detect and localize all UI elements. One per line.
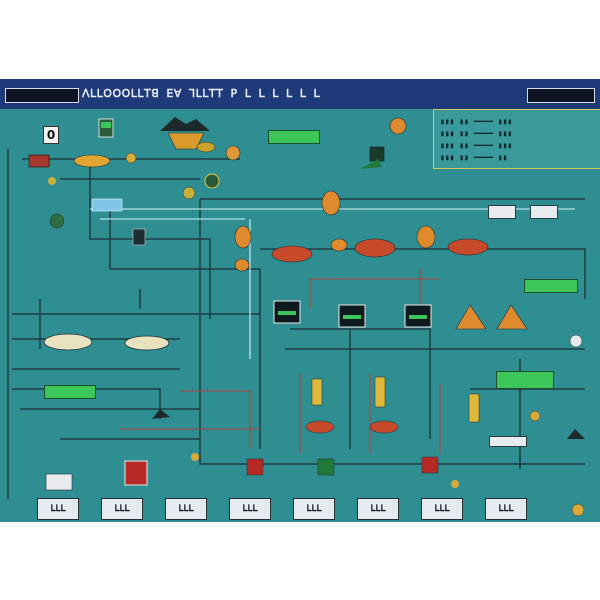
pipe-network bbox=[7, 149, 586, 499]
pump-icon bbox=[204, 173, 220, 189]
bottom-button-2[interactable]: ꓡꓡꓡ bbox=[101, 498, 143, 520]
hopper-icon bbox=[455, 304, 487, 330]
top-left-readout: 0 bbox=[43, 126, 59, 144]
tank-icon bbox=[330, 238, 348, 252]
hopper-icon bbox=[160, 117, 216, 153]
tank-icon bbox=[305, 420, 335, 434]
bottom-button-4[interactable]: ꓡꓡꓡ bbox=[229, 498, 271, 520]
level-bar bbox=[496, 371, 554, 389]
motor-icon bbox=[28, 154, 50, 168]
gauge-icon bbox=[571, 503, 585, 517]
tank-icon bbox=[124, 335, 170, 351]
pump-icon bbox=[389, 117, 407, 135]
level-bar bbox=[44, 385, 96, 399]
window-title: ꓥꓡꓡꓳꓳꓳꓡꓡꓔꓭ ꓰꓯ ꓶꓡꓡꓔꓔ ꓑ ꓡ ꓡ ꓡ ꓡ ꓡ ꓡ bbox=[82, 87, 321, 100]
right-status-box bbox=[527, 88, 595, 103]
tank-icon bbox=[43, 333, 93, 351]
panel-row: ▮▮▮ ▮▮ ━━━━ ▮▮ bbox=[440, 153, 508, 162]
motor-icon bbox=[246, 458, 264, 476]
gauge-icon bbox=[125, 152, 137, 164]
tank-icon bbox=[234, 225, 252, 249]
heat-exchanger-icon bbox=[91, 198, 123, 212]
bottom-button-3[interactable]: ꓡꓡꓡ bbox=[165, 498, 207, 520]
tank-icon bbox=[73, 154, 111, 168]
pump-icon bbox=[225, 145, 241, 161]
tank-icon bbox=[354, 238, 396, 258]
motor-icon bbox=[317, 458, 335, 476]
bottom-button-7[interactable]: ꓡꓡꓡ bbox=[421, 498, 463, 520]
status-panel: ▮▮▮ ▮▮ ━━━━ ▮▮▮ ▮▮▮ ▮▮ ━━━━ ▮▮▮ ▮▮▮ ▮▮ ━… bbox=[433, 109, 600, 169]
hopper-icon bbox=[496, 304, 528, 330]
tank-icon bbox=[321, 190, 341, 216]
hopper-icon bbox=[567, 429, 585, 439]
indicator-led bbox=[278, 311, 296, 315]
bottom-button-6[interactable]: ꓡꓡꓡ bbox=[357, 498, 399, 520]
scada-screen: ꓥꓡꓡꓳꓳꓳꓡꓡꓔꓭ ꓰꓯ ꓶꓡꓡꓔꓔ ꓑ ꓡ ꓡ ꓡ ꓡ ꓡ ꓡ bbox=[0, 79, 600, 522]
panel-row: ▮▮▮ ▮▮ ━━━━ ▮▮▮ bbox=[440, 129, 513, 138]
indicator-led bbox=[343, 315, 361, 319]
process-diagram bbox=[7, 117, 586, 517]
light-pipe-network bbox=[90, 208, 575, 359]
tank-icon bbox=[234, 258, 250, 272]
panel-row: ▮▮▮ ▮▮ ━━━━ ▮▮▮ bbox=[440, 117, 513, 126]
controller-row bbox=[273, 300, 528, 330]
valve-icon bbox=[369, 146, 385, 162]
valve-icon bbox=[360, 159, 382, 169]
tank-icon bbox=[447, 238, 489, 256]
motor-icon bbox=[124, 460, 148, 486]
bottom-button-1[interactable]: ꓡꓡꓡ bbox=[37, 498, 79, 520]
bottom-button-5[interactable]: ꓡꓡꓡ bbox=[293, 498, 335, 520]
process-canvas bbox=[0, 109, 600, 522]
indicator-led bbox=[101, 122, 111, 128]
tank-icon bbox=[416, 225, 436, 249]
display-box bbox=[489, 436, 527, 447]
display-box bbox=[488, 205, 516, 219]
tank-icon bbox=[271, 245, 313, 263]
indicator-led bbox=[409, 315, 427, 319]
tank-row bbox=[234, 190, 489, 272]
motor-icon bbox=[421, 456, 439, 474]
pump-icon bbox=[49, 213, 65, 229]
left-status-box bbox=[5, 88, 79, 103]
tank-icon bbox=[369, 420, 399, 434]
hopper-icon bbox=[152, 409, 170, 419]
level-bar bbox=[268, 130, 320, 144]
title-bar: ꓥꓡꓡꓳꓳꓳꓡꓡꓔꓭ ꓰꓯ ꓶꓡꓡꓔꓔ ꓑ ꓡ ꓡ ꓡ ꓡ ꓡ ꓡ bbox=[0, 79, 600, 109]
gauge-icon bbox=[191, 453, 199, 461]
valve-icon bbox=[132, 228, 146, 246]
gauge-icon bbox=[529, 410, 541, 422]
terminal-icon bbox=[45, 473, 73, 491]
level-bar bbox=[524, 279, 578, 293]
bottom-button-8[interactable]: ꓡꓡꓡ bbox=[485, 498, 527, 520]
display-box bbox=[530, 205, 558, 219]
gauge-icon bbox=[48, 177, 56, 185]
gauge-icon bbox=[569, 334, 583, 348]
valve-icon bbox=[468, 393, 480, 423]
valve-icon bbox=[374, 376, 386, 408]
valve-icon bbox=[311, 378, 323, 406]
gauge-icon bbox=[451, 480, 459, 488]
panel-row: ▮▮▮ ▮▮ ━━━━ ▮▮▮ bbox=[440, 141, 513, 150]
gauge-icon bbox=[182, 186, 196, 200]
